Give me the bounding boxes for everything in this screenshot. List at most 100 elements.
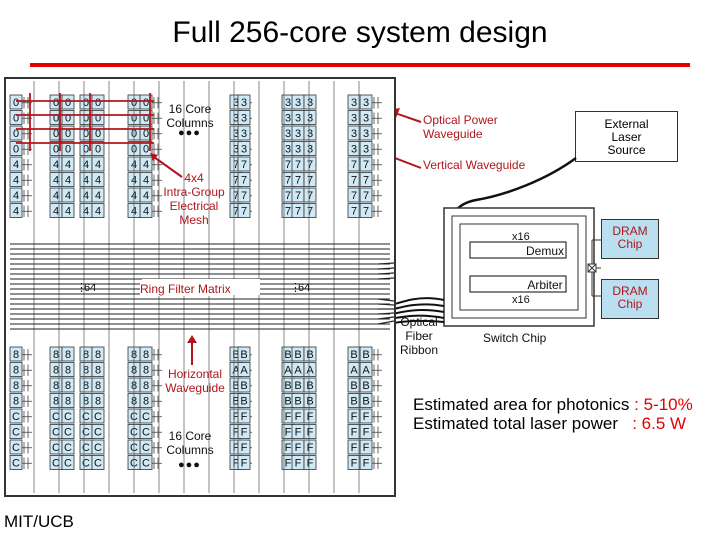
bottom-left-cell-label: C — [142, 411, 150, 423]
top-right-cell — [237, 203, 251, 218]
top-left-cell — [61, 156, 75, 172]
bottom-right-cell-label: B — [284, 349, 291, 361]
bottom-right-cell-label: F — [241, 442, 248, 454]
top-left-cell-label: 0 — [65, 144, 71, 156]
bottom-right-cell — [347, 377, 361, 393]
top-left-cell — [91, 156, 105, 172]
top-left-cell-label: 4 — [65, 190, 71, 202]
top-right-cell-label: 7 — [233, 206, 239, 218]
switch-chip-label: Switch Chip — [483, 331, 547, 345]
top-left-cell-label: 0 — [83, 113, 89, 125]
optical-power-arrow — [396, 112, 422, 123]
bottom-right-cell-label: B — [284, 396, 291, 408]
bottom-right-cell-label: F — [363, 442, 370, 454]
top-right-cell — [237, 125, 251, 141]
bottom-left-cell — [91, 455, 105, 470]
top-left-cell — [9, 172, 23, 187]
bottom-right-cell — [237, 439, 251, 455]
bottom-right-cell-label: B — [294, 380, 301, 392]
top-left-cell-label: 0 — [53, 128, 59, 140]
top-left-cell-label: 4 — [95, 159, 101, 171]
top-left-cell — [9, 94, 23, 110]
external-laser-source-box: External Laser Source — [575, 111, 678, 162]
top-left-cell-label: 4 — [83, 159, 89, 171]
top-right-cell-label: 7 — [295, 206, 301, 218]
bottom-right-cell — [347, 346, 361, 362]
top-right-cell-label: 3 — [307, 97, 313, 109]
bottom-left-cell — [91, 439, 105, 455]
bottom-left-cell-label: 8 — [13, 396, 19, 408]
bottom-right-cell-label: F — [351, 427, 358, 439]
top-right-cell — [303, 156, 317, 172]
bottom-left-cell — [91, 408, 105, 424]
arbiter-box — [469, 275, 567, 293]
bottom-left-cell — [61, 408, 75, 424]
top-left-cell-label: 0 — [13, 113, 19, 125]
top-right-cell-label: 3 — [233, 113, 239, 125]
bottom-left-cell-label: C — [64, 442, 72, 454]
top-left-cell-label: 0 — [65, 128, 71, 140]
bottom-right-cell-label: B — [362, 396, 369, 408]
top-right-cell-label: 3 — [363, 144, 369, 156]
bottom-right-cell — [347, 455, 361, 470]
bottom-left-cell — [9, 424, 23, 439]
bottom-right-cell-label: B — [294, 396, 301, 408]
bottom-right-cell-label: F — [285, 442, 292, 454]
top-left-cell-label: 0 — [95, 128, 101, 140]
bottom-right-cell-label: F — [307, 411, 314, 423]
bottom-right-cell — [303, 393, 317, 408]
bottom-left-cell — [61, 393, 75, 408]
ring-filter-label: Ring Filter Matrix — [140, 282, 231, 296]
top-right-cell — [347, 156, 361, 172]
bottom-right-cell-label: F — [285, 427, 292, 439]
top-left-cell-label: 0 — [143, 97, 149, 109]
bottom-right-cell-label: B — [306, 396, 313, 408]
top-left-cell-label: 0 — [53, 113, 59, 125]
top-right-cell — [303, 94, 317, 110]
bottom-right-cell — [237, 424, 251, 439]
top-right-cell-label: 3 — [233, 128, 239, 140]
bottom-right-cell-label: F — [233, 458, 240, 470]
bottom-left-cell — [9, 362, 23, 377]
top-right-cell — [303, 172, 317, 187]
bottom-right-cell-label: B — [306, 349, 313, 361]
top-left-cell-label: 4 — [53, 190, 59, 202]
bottom-right-cell-label: B — [350, 396, 357, 408]
top-left-cell-label: 4 — [143, 175, 149, 187]
bottom-left-cell-label: 8 — [13, 380, 19, 392]
bottom-left-cell-label: C — [82, 458, 90, 470]
top-left-cell-label: 4 — [65, 206, 71, 218]
bottom-left-cell-label: 8 — [53, 349, 59, 361]
top-right-cell — [237, 172, 251, 187]
bottom-left-cell-label: C — [94, 458, 102, 470]
bottom-right-cell-label: F — [307, 427, 314, 439]
bottom-right-cell-label: F — [285, 458, 292, 470]
bottom-right-cell-label: A — [232, 365, 240, 377]
bottom-left-cell-label: 8 — [95, 349, 101, 361]
bottom-left-cell-label: 8 — [53, 380, 59, 392]
top-right-cell-label: 7 — [351, 206, 357, 218]
top-right-cell — [303, 203, 317, 218]
top-left-cell-label: 0 — [143, 128, 149, 140]
top-left-cell-label: 0 — [13, 97, 19, 109]
top-right-cell — [303, 125, 317, 141]
bottom-left-cell-label: 8 — [83, 365, 89, 377]
top-right-cell-label: 7 — [233, 159, 239, 171]
top-left-cell — [61, 203, 75, 218]
bottom-right-cell-label: F — [233, 427, 240, 439]
top-left-cell-label: 4 — [13, 206, 19, 218]
bottom-left-cell — [61, 424, 75, 439]
bottom-right-cell-label: B — [284, 380, 291, 392]
bottom-left-cell-label: 8 — [65, 349, 71, 361]
bottom-right-cell — [237, 362, 251, 377]
switch-chip-outline — [443, 207, 595, 327]
top-right-cell — [347, 141, 361, 156]
top-left-cell-label: 4 — [143, 159, 149, 171]
bottom-right-cell — [237, 455, 251, 470]
top-left-cell — [9, 203, 23, 218]
bottom-left-cell-label: 8 — [143, 349, 149, 361]
bottom-left-cell-label: C — [82, 411, 90, 423]
top-right-cell-label: 7 — [295, 175, 301, 187]
vertical-waveguide-arrow — [396, 157, 422, 169]
